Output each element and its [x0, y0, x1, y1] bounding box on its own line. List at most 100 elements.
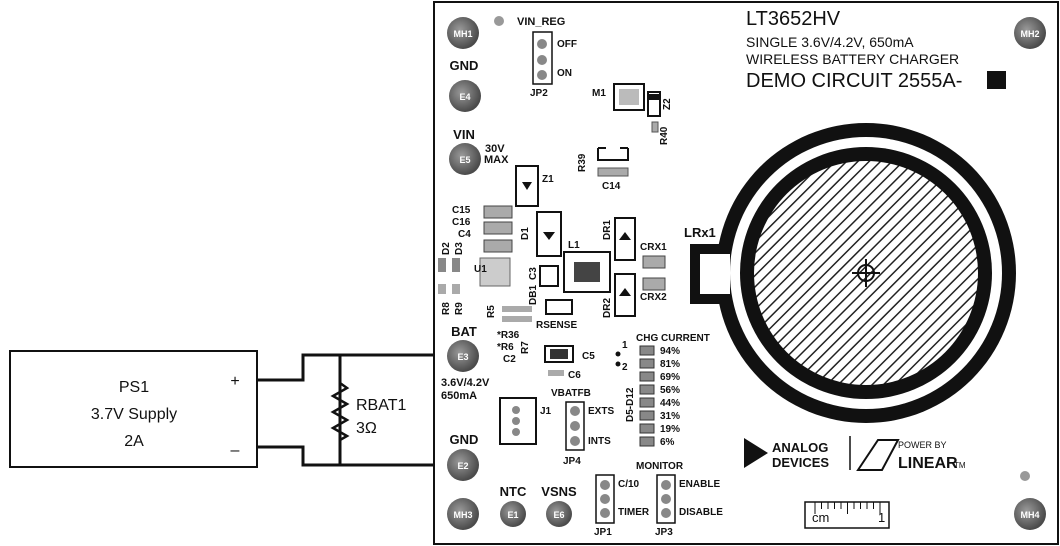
svg-text:*R6: *R6	[497, 342, 514, 353]
svg-text:VIN_REG: VIN_REG	[517, 16, 565, 28]
svg-text:JP1: JP1	[594, 527, 612, 538]
charge-current-indicator: CHG CURRENT D5-D12 94%81%69%56%44%31%19%…	[625, 333, 710, 448]
svg-text:D2: D2	[441, 242, 452, 255]
svg-text:NTC: NTC	[500, 484, 527, 499]
charge-led	[639, 397, 655, 408]
components-r36-r6: *R36 *R6 R7 C2	[497, 330, 531, 365]
supply-current: 2A	[124, 433, 144, 450]
supply-desc: 3.7V Supply	[91, 406, 177, 423]
svg-text:MAX: MAX	[484, 154, 509, 166]
inductor-l1: L1	[563, 240, 611, 293]
charge-percent-label: 6%	[660, 437, 675, 448]
svg-text:JP3: JP3	[655, 527, 673, 538]
svg-text:POWER BY: POWER BY	[898, 440, 947, 450]
svg-text:cm: cm	[812, 510, 829, 525]
svg-text:D5-D12: D5-D12	[625, 387, 636, 422]
charge-percent-label: 19%	[660, 424, 680, 435]
supply-plus: +	[230, 373, 239, 390]
board-line2: WIRELESS BATTERY CHARGER	[746, 51, 959, 67]
svg-text:DISABLE: DISABLE	[679, 507, 723, 518]
component-d1: D1 C3 DB1	[520, 211, 562, 305]
svg-text:DB1: DB1	[528, 285, 539, 305]
svg-text:CHG CURRENT: CHG CURRENT	[636, 333, 710, 344]
svg-text:30V: 30V	[485, 143, 505, 155]
resistor-name: RBAT1	[356, 397, 406, 414]
svg-text:R40: R40	[659, 126, 670, 145]
svg-text:ANALOG: ANALOG	[772, 440, 828, 455]
svg-text:BAT: BAT	[451, 324, 477, 339]
charge-percent-label: 81%	[660, 359, 680, 370]
resistor-rsense: RSENSE R5	[486, 299, 577, 331]
supply-minus: –	[231, 442, 240, 459]
svg-text:LRx1: LRx1	[684, 225, 716, 240]
svg-text:E2: E2	[457, 461, 468, 471]
svg-text:GND: GND	[450, 432, 479, 447]
board-title: LT3652HV	[746, 8, 841, 30]
svg-text:U1: U1	[474, 264, 487, 275]
svg-text:DEVICES: DEVICES	[772, 455, 829, 470]
resistor-value: 3Ω	[356, 420, 377, 437]
pad-e2: GND E2	[447, 432, 479, 481]
connector-j1: J1	[499, 397, 552, 445]
components-dr1-dr2: DR1 CRX1 DR2 CRX2	[602, 217, 667, 318]
receiver-coil-lrx1: LRx1	[684, 123, 1016, 423]
svg-text:C/10: C/10	[618, 479, 640, 490]
charge-led	[639, 410, 655, 421]
charge-percent-label: 56%	[660, 385, 680, 396]
svg-text:TIMER: TIMER	[618, 507, 650, 518]
charge-percent-label: 31%	[660, 411, 680, 422]
svg-text:JP2: JP2	[530, 88, 548, 99]
jumper-jp1: C/10 TIMER JP1	[594, 474, 650, 538]
wiring	[257, 353, 450, 467]
cm-ruler: cm 1	[804, 501, 890, 529]
component-m1: M1 Z2 R40	[592, 83, 673, 145]
svg-text:C4: C4	[458, 229, 471, 240]
jumper-1-2: 1 2	[615, 340, 628, 373]
svg-text:3.6V/4.2V: 3.6V/4.2V	[441, 377, 490, 389]
mounting-hole-mh4: MH4	[1014, 498, 1046, 530]
svg-text:J1: J1	[540, 406, 552, 417]
component-z1: Z1	[515, 165, 554, 207]
svg-text:VBATFB: VBATFB	[551, 388, 591, 399]
analog-devices-logo: ANALOG DEVICES	[744, 436, 851, 470]
resistor-rbat1: RBAT1 3Ω	[330, 381, 406, 442]
svg-text:DR1: DR1	[602, 220, 613, 240]
svg-text:C6: C6	[568, 370, 581, 381]
board-title-block: LT3652HV SINGLE 3.6V/4.2V, 650mA WIRELES…	[746, 8, 1006, 92]
svg-text:RSENSE: RSENSE	[536, 320, 577, 331]
jumper-jp3: MONITOR ENABLE DISABLE JP3	[636, 461, 723, 538]
charge-led	[639, 436, 655, 447]
svg-text:1: 1	[622, 340, 628, 351]
svg-text:Z2: Z2	[662, 98, 673, 110]
svg-text:D3: D3	[454, 242, 465, 255]
svg-text:R7: R7	[520, 341, 531, 354]
pad-e6: VSNS E6	[541, 484, 577, 527]
ic-u1: U1	[474, 257, 511, 287]
charge-led	[639, 384, 655, 395]
svg-text:L1: L1	[568, 240, 580, 251]
caps-c15-c16-c4: C15 C16 C4	[452, 205, 513, 253]
svg-text:E6: E6	[553, 510, 564, 520]
svg-text:MH2: MH2	[1020, 29, 1039, 39]
svg-text:M1: M1	[592, 88, 606, 99]
mounting-hole-mh1: MH1	[447, 17, 479, 49]
pad-e1: NTC E1	[500, 484, 527, 527]
component-c14: R39 C14	[577, 147, 629, 192]
svg-text:OFF: OFF	[557, 39, 577, 50]
svg-text:CRX2: CRX2	[640, 292, 667, 303]
svg-text:MH4: MH4	[1020, 510, 1039, 520]
svg-text:D1: D1	[520, 227, 531, 240]
pad-e3: BAT E3 3.6V/4.2V 650mA	[441, 324, 490, 402]
svg-text:E1: E1	[507, 510, 518, 520]
charge-led	[639, 345, 655, 356]
svg-text:C16: C16	[452, 217, 471, 228]
svg-text:E5: E5	[459, 155, 470, 165]
charge-led	[639, 371, 655, 382]
svg-text:R39: R39	[577, 153, 588, 172]
svg-text:EXTS: EXTS	[588, 406, 614, 417]
pad-e5: VIN E5 30V MAX	[449, 127, 509, 175]
svg-text:MONITOR: MONITOR	[636, 461, 684, 472]
svg-text:E4: E4	[459, 92, 470, 102]
svg-text:C3: C3	[528, 267, 539, 280]
